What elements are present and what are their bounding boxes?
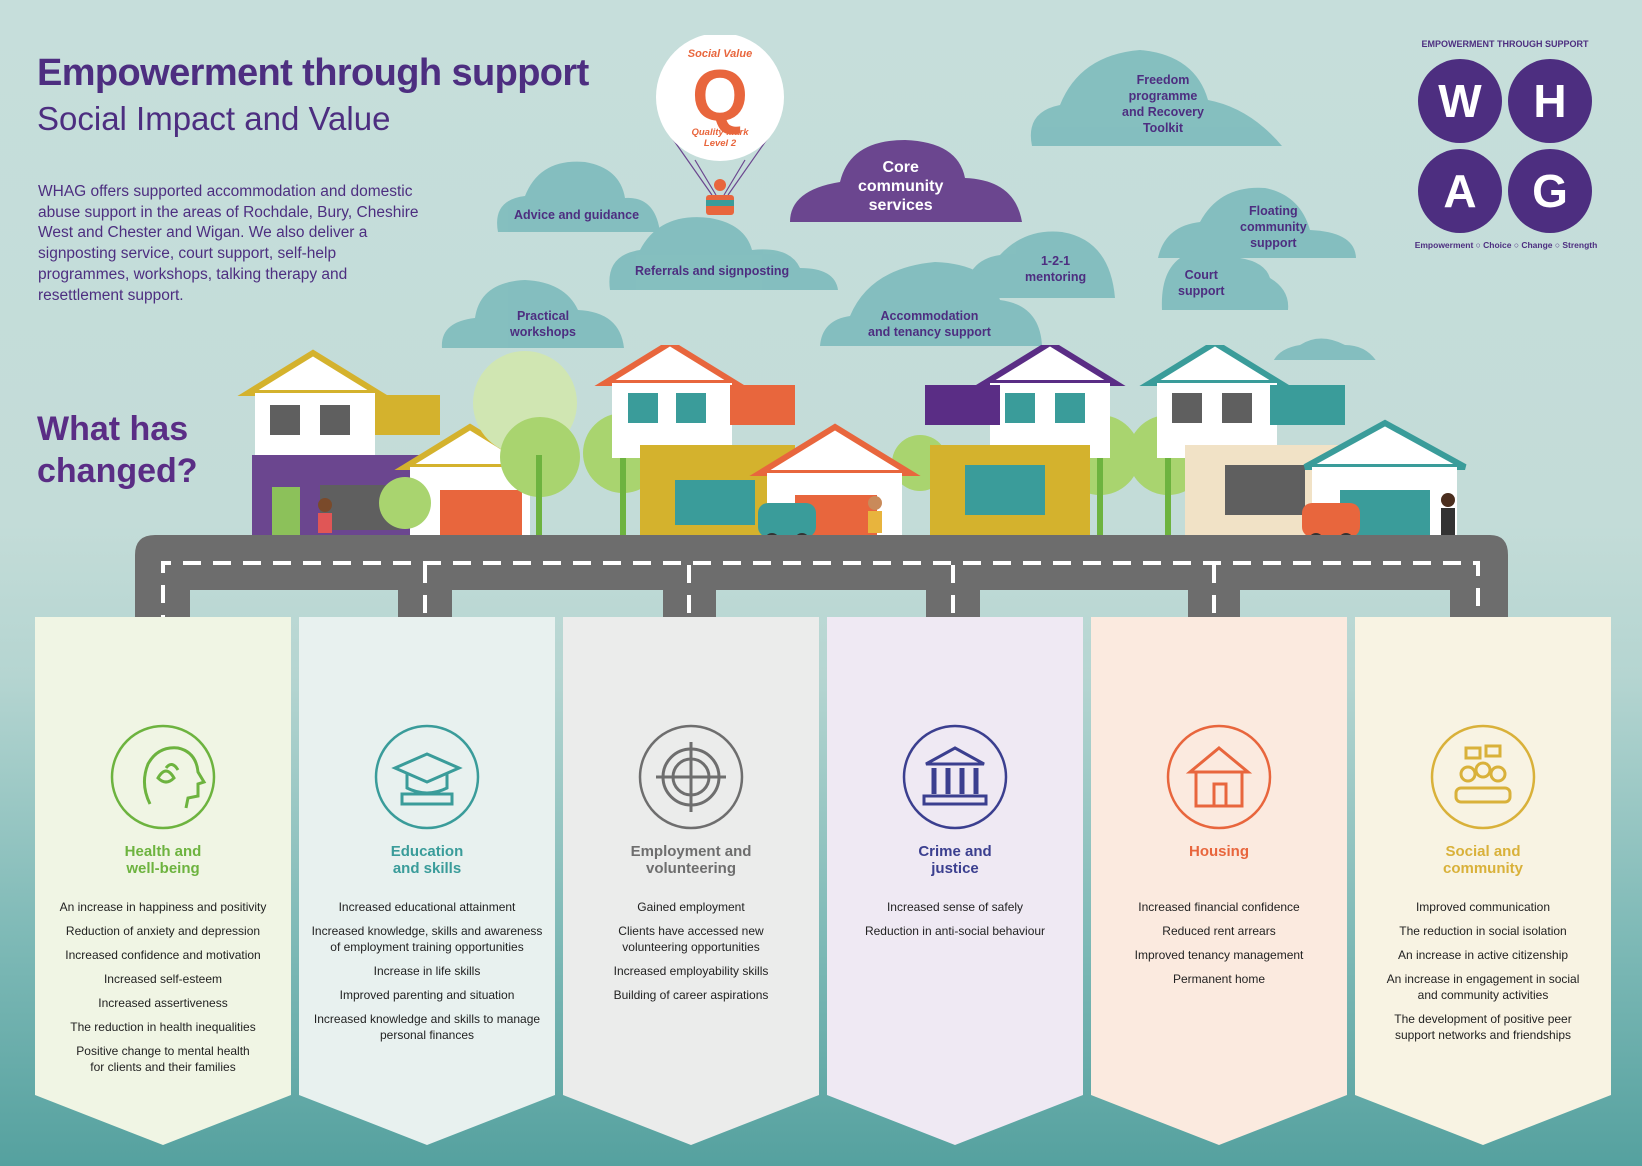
- courthouse-icon: [902, 724, 1008, 830]
- street-scene: [135, 345, 1508, 685]
- cloud-freedom: [1030, 50, 1282, 146]
- head-lotus-icon: [110, 724, 216, 830]
- logo-tagline: Empowerment ○ Choice ○ Change ○ Strength: [1414, 240, 1598, 250]
- column-banner: [563, 617, 819, 1145]
- outcome-item: Positive change to mental health for cli…: [76, 1044, 250, 1074]
- service-referrals: Referrals and signposting: [635, 264, 790, 278]
- cloud-practical: [441, 280, 624, 348]
- column-banner: [1091, 617, 1347, 1145]
- cloud-advice: [497, 161, 660, 232]
- page-subtitle: Social Impact and Value: [37, 100, 391, 137]
- outcome-column-social: Social and community Improved communicat…: [1355, 617, 1611, 1147]
- cloud-floating: [1158, 187, 1356, 258]
- outcome-item: An increase in happiness and positivity: [59, 900, 267, 914]
- column-banner: [1355, 617, 1611, 1145]
- column-title: Crime and justice: [918, 843, 992, 877]
- house-1: [237, 349, 440, 545]
- outcome-item: An increase in active citizenship: [1397, 948, 1569, 962]
- outcome-item: Increased educational attainment: [338, 900, 516, 914]
- quality-mark-balloon: [656, 35, 784, 215]
- outcome-item: Improved parenting and situation: [339, 988, 515, 1002]
- column-banner: [299, 617, 555, 1145]
- column-title: Housing: [1189, 843, 1249, 860]
- graduation-cap-icon: [374, 724, 480, 830]
- outcome-item: An increase in engagement in social and …: [1386, 972, 1580, 1002]
- service-court: Court support: [1178, 268, 1225, 298]
- outcome-item: Reduction of anxiety and depression: [65, 924, 261, 938]
- outcome-item: Reduction in anti-social behaviour: [864, 924, 1046, 938]
- column-title: Employment and volunteering: [630, 843, 752, 877]
- outcome-column-justice: Crime and justice Increased sense of saf…: [827, 617, 1083, 1147]
- outcome-item: Improved tenancy management: [1134, 948, 1304, 962]
- outcome-item: Increase in life skills: [373, 964, 481, 978]
- outcome-item: The reduction in health inequalities: [70, 1020, 256, 1034]
- road: [135, 535, 1508, 685]
- target-icon: [638, 724, 744, 830]
- outcome-item: Increased sense of safely: [886, 900, 1024, 914]
- service-accommodation: Accommodation and tenancy support: [868, 309, 991, 339]
- outcome-column-employment: Employment and volunteering Gained emplo…: [563, 617, 819, 1147]
- column-banner: [35, 617, 291, 1145]
- service-mentoring: 1-2-1 mentoring: [1025, 254, 1087, 284]
- outcome-item: Reduced rent arrears: [1162, 924, 1276, 938]
- logo-letter-a: A: [1418, 149, 1502, 233]
- service-advice: Advice and guidance: [514, 208, 640, 222]
- outcome-item: Increased employability skills: [613, 964, 769, 978]
- outcome-item: Improved communication: [1415, 900, 1551, 914]
- outcome-item: Increased confidence and motivation: [65, 948, 261, 962]
- logo-letter-h: H: [1508, 59, 1592, 143]
- cloud-accommodation: [820, 262, 1042, 346]
- outcome-item: Building of career aspirations: [613, 988, 769, 1002]
- outcome-item: Increased assertiveness: [98, 996, 228, 1010]
- outcome-item: Increased knowledge and skills to manage…: [313, 1012, 541, 1042]
- logo-top-text: EMPOWERMENT THROUGH SUPPORT: [1421, 39, 1589, 49]
- outcome-column-health: Health and well-being An increase in hap…: [35, 617, 291, 1147]
- house-icon: [1166, 724, 1272, 830]
- column-title: Education and skills: [390, 843, 464, 877]
- column-title: Health and well-being: [124, 843, 202, 877]
- badge-top-text: Social Value: [687, 48, 753, 60]
- road-markings: [161, 561, 1480, 663]
- service-freedom: Freedom programme and Recovery Toolkit: [1122, 73, 1204, 135]
- outcome-item: The reduction in social isolation: [1399, 924, 1567, 938]
- service-core: Core community services: [858, 159, 944, 214]
- logo-letter-w: W: [1418, 59, 1502, 143]
- outcome-item: Increased self-esteem: [103, 972, 223, 986]
- service-floating: Floating community support: [1240, 204, 1307, 250]
- outcome-item: Increased financial confidence: [1138, 900, 1300, 914]
- community-group-icon: [1430, 724, 1536, 830]
- outcome-item: Increased knowledge, skills and awarenes…: [311, 924, 543, 954]
- outcome-item: Permanent home: [1172, 972, 1266, 986]
- outcome-item: The development of positive peer support…: [1394, 1012, 1572, 1042]
- service-practical: Practical workshops: [510, 309, 576, 339]
- intro-paragraph: WHAG offers supported accommodation and …: [38, 183, 419, 304]
- people: [318, 493, 1455, 536]
- outcome-item: Clients have accessed new volunteering o…: [618, 924, 764, 954]
- cloud-court: [1161, 248, 1289, 310]
- cloud-core: [790, 140, 1022, 222]
- column-banner: [827, 617, 1083, 1145]
- logo-letter-g: G: [1508, 149, 1592, 233]
- cloud-small-1: [1273, 338, 1376, 360]
- outcome-column-education: Education and skills Increased education…: [299, 617, 555, 1147]
- service-clouds: [441, 50, 1376, 360]
- outcome-item: Gained employment: [637, 900, 745, 914]
- cloud-referrals: [609, 217, 838, 290]
- page-title: Empowerment through support: [37, 52, 589, 94]
- badge-q-letter: Q: [691, 56, 748, 136]
- cloud-mentoring: [965, 231, 1115, 298]
- what-has-changed-heading: What has changed?: [37, 410, 198, 490]
- column-title: Social and community: [1442, 843, 1523, 877]
- house-3: [925, 345, 1126, 545]
